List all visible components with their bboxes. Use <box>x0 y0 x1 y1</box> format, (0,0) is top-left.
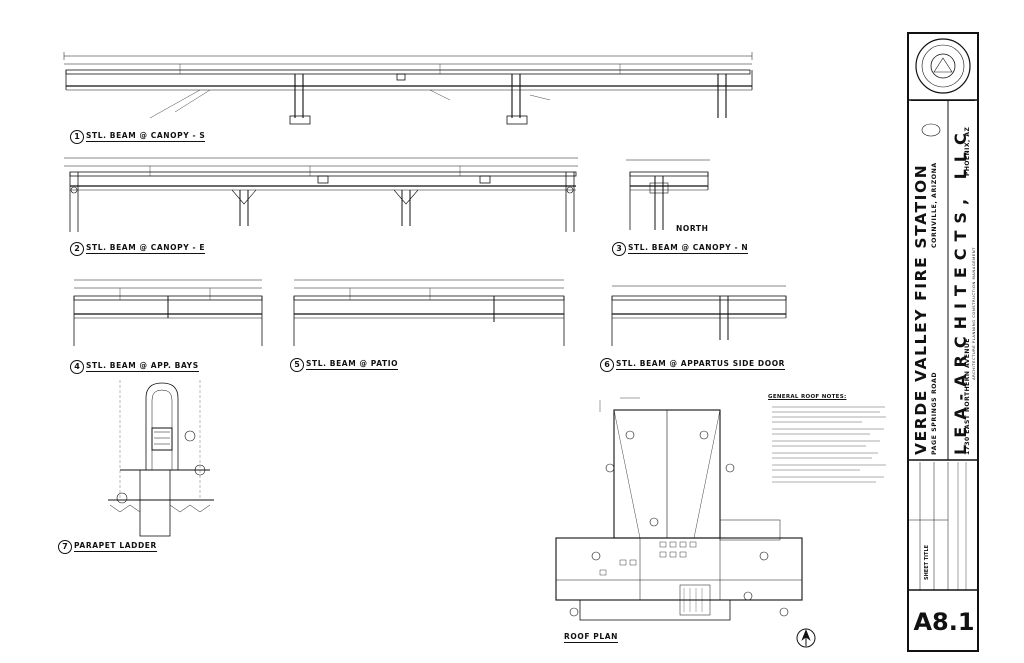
title-block <box>907 32 979 652</box>
detail-number-1[interactable]: 1 <box>70 130 84 144</box>
detail-7-section <box>108 380 214 537</box>
detail-number-2[interactable]: 2 <box>70 242 84 256</box>
sheet-title-label: SHEET TITLE <box>924 544 930 580</box>
roof-plan-title: ROOF PLAN <box>564 632 619 643</box>
detail-number-7[interactable]: 7 <box>58 540 72 554</box>
detail-2-elevation <box>64 157 578 232</box>
architect-disciplines: ARCHITECTURE PLANNING CONSTRUCTION MANAG… <box>971 247 976 380</box>
detail-title-2: STL. BEAM @ CANOPY - E <box>86 243 206 254</box>
sheet-number: A8.1 <box>913 608 975 636</box>
project-name: VERDE VALLEY FIRE STATION <box>912 163 930 455</box>
architect-seal <box>911 36 975 101</box>
project-road: PAGE SPRINGS ROAD <box>931 371 938 455</box>
north-label: NORTH <box>676 224 709 233</box>
detail-4-elevation <box>73 279 263 346</box>
roof-notes-lines <box>772 406 886 483</box>
architect-address: 1730 EAST NORTHERN AVENUE <box>964 338 971 455</box>
detail-3-elevation <box>626 159 710 230</box>
detail-title-7: PARAPET LADDER <box>74 541 157 552</box>
detail-6-elevation <box>611 285 787 346</box>
detail-title-6: STL. BEAM @ APPARTUS SIDE DOOR <box>616 359 786 370</box>
detail-title-5: STL. BEAM @ PATIO <box>306 359 399 370</box>
detail-number-5[interactable]: 5 <box>290 358 304 372</box>
detail-title-3: STL. BEAM @ CANOPY - N <box>628 243 749 254</box>
general-roof-notes-title: GENERAL ROOF NOTES: <box>768 394 847 400</box>
detail-5-elevation <box>293 279 565 346</box>
roof-plan-linework <box>555 397 816 648</box>
detail-number-4[interactable]: 4 <box>70 360 84 374</box>
detail-number-3[interactable]: 3 <box>612 242 626 256</box>
detail-1-elevation <box>63 52 753 125</box>
project-location: CORNVILLE, ARIZONA <box>931 162 938 248</box>
detail-title-1: STL. BEAM @ CANOPY - S <box>86 131 206 142</box>
detail-title-4: STL. BEAM @ APP. BAYS <box>86 361 199 372</box>
architect-city: PHOENIX, AZ <box>964 126 971 176</box>
detail-number-6[interactable]: 6 <box>600 358 614 372</box>
